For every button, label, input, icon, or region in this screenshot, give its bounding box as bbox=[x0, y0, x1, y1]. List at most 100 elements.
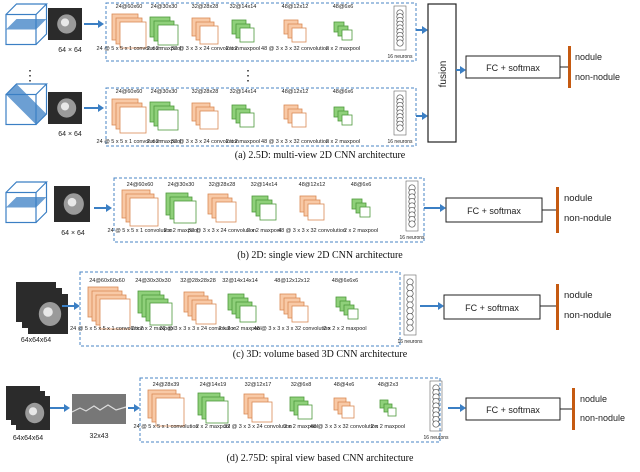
bottom-label-3: 2 x 2 maxpool bbox=[284, 424, 318, 430]
arrow-a1-head bbox=[98, 20, 104, 28]
cube-b bbox=[5, 181, 48, 224]
arrow-to-fc-b-head bbox=[440, 204, 446, 212]
neurons-label: 16 neurons bbox=[387, 139, 413, 145]
output-non-nodule-a: non-nodule bbox=[575, 72, 620, 82]
feature-map-0-sheet bbox=[155, 397, 185, 427]
output-nodule-b: nodule bbox=[564, 193, 593, 204]
ellipsis-mid: ⋮ bbox=[241, 67, 255, 83]
caption-b: (b) 2D: single view 2D CNN architecture bbox=[237, 250, 403, 261]
fc-neurons-box bbox=[403, 274, 417, 336]
arrow-to-fusion-bottom-head bbox=[422, 112, 428, 120]
output-non-nodule-d: non-nodule bbox=[580, 413, 625, 423]
top-label-3: 32@14x14 bbox=[230, 4, 257, 10]
bottom-label-4: 48 @ 3 x 3 x 32 convolution bbox=[310, 424, 378, 430]
fc-neurons-neuron bbox=[396, 39, 404, 47]
fc-neurons-box bbox=[393, 90, 407, 136]
top-label-0: 24@60x60 bbox=[127, 182, 154, 188]
top-label-4: 48@4x6 bbox=[334, 382, 355, 388]
neurons-label: 16 neurons bbox=[399, 235, 425, 241]
output-bar-b bbox=[556, 187, 559, 233]
bottom-label-3: 2 x 2 maxpool bbox=[226, 46, 260, 52]
bottom-label-0: 24 @ 5 x 5 x 1 convolution bbox=[134, 424, 199, 430]
top-label-5: 48@6x6x6 bbox=[332, 278, 358, 284]
feature-map-0-sheet bbox=[119, 106, 147, 134]
input-size-a2: 64 × 64 bbox=[58, 131, 82, 138]
feature-map-3-sheet bbox=[239, 27, 255, 43]
output-bar-c bbox=[556, 284, 559, 330]
bottom-label-1: 2 x 2 x 2 maxpool bbox=[131, 326, 174, 332]
spiral-size-d: 32x43 bbox=[89, 433, 108, 440]
spiral-edge bbox=[71, 404, 127, 413]
bottom-label-5: 2 x 2 maxpool bbox=[371, 424, 405, 430]
bottom-label-3: 2 x 2 maxpool bbox=[226, 139, 260, 145]
top-label-3: 32@14x14 bbox=[251, 182, 278, 188]
bottom-label-5: 2 x 2 maxpool bbox=[326, 139, 360, 145]
bottom-label-4: 48 @ 3 x 3 x 32 convolution bbox=[261, 139, 329, 145]
feature-map-5-sheet bbox=[387, 407, 397, 417]
fc-neurons-box bbox=[429, 380, 443, 432]
bottom-label-3: 2 x 2 maxpool bbox=[247, 228, 281, 234]
ct-slice-a1-nodule bbox=[60, 18, 70, 27]
neurons-label: 16 neurons bbox=[423, 435, 449, 441]
top-label-1: 24@14x19 bbox=[200, 382, 227, 388]
top-label-3: 32@14x14 bbox=[230, 89, 257, 95]
output-bar-a bbox=[568, 46, 571, 88]
top-label-3: 32@6x8 bbox=[291, 382, 312, 388]
top-label-3: 32@14x14x14 bbox=[222, 278, 258, 284]
feature-map-5-sheet bbox=[347, 308, 359, 320]
arrow-to-fc-c-head bbox=[438, 302, 444, 310]
input-size-c: 64x64x64 bbox=[21, 337, 51, 344]
fc-label-a: FC + softmax bbox=[486, 63, 540, 73]
feature-map-4-sheet bbox=[291, 112, 307, 128]
top-label-5: 48@6x6 bbox=[351, 182, 372, 188]
ct-volume-d-2-nodule bbox=[28, 407, 38, 416]
ct-slice-b-nodule bbox=[67, 197, 77, 207]
cube-b-top bbox=[5, 181, 48, 193]
feature-map-2-sheet bbox=[199, 25, 219, 45]
feature-map-1-sheet bbox=[173, 200, 197, 224]
fc-label-b: FC + softmax bbox=[467, 206, 521, 216]
top-label-4: 48@12x12 bbox=[282, 89, 309, 95]
arrow-d1-head bbox=[64, 404, 70, 412]
fusion-label: fusion bbox=[438, 61, 449, 88]
arrow-to-fc-d-head bbox=[460, 404, 466, 412]
top-label-4: 48@12x12x12 bbox=[274, 278, 310, 284]
input-size-a1: 64 × 64 bbox=[58, 47, 82, 54]
arrow-b-head bbox=[106, 204, 112, 212]
feature-map-0-sheet bbox=[119, 21, 147, 49]
top-label-1: 24@30x30 bbox=[151, 4, 178, 10]
bottom-label-5: 2 x 2 maxpool bbox=[344, 228, 378, 234]
ellipsis-left: ⋮ bbox=[23, 67, 37, 83]
caption-d: (d) 2.75D: spiral view based CNN archite… bbox=[226, 453, 414, 464]
fc-neurons-neuron bbox=[406, 324, 414, 332]
arrow-a2-head bbox=[98, 104, 104, 112]
fc-neurons-box bbox=[405, 180, 419, 232]
cube-axial-plane bbox=[6, 19, 47, 30]
top-label-0: 24@60x60 bbox=[116, 89, 143, 95]
fc-box-c bbox=[443, 294, 541, 320]
top-label-4: 48@12x12 bbox=[282, 4, 309, 10]
bottom-label-2: 32 @ 3 x 3 x 24 convolution bbox=[171, 46, 239, 52]
feature-map-4-sheet bbox=[341, 405, 355, 419]
feature-map-1-sheet bbox=[205, 400, 229, 424]
arrow-d2-head bbox=[134, 404, 140, 412]
bottom-label-4: 48 @ 3 x 3 x 32 convolution bbox=[261, 46, 329, 52]
neurons-label: 16 neurons bbox=[387, 54, 413, 60]
top-label-0: 24@60x60x60 bbox=[89, 278, 125, 284]
top-label-2: 32@28x28 bbox=[192, 89, 219, 95]
cube-axial-side bbox=[35, 4, 48, 45]
top-label-1: 24@30x30x30 bbox=[135, 278, 171, 284]
fc-neurons-box bbox=[393, 5, 407, 51]
bottom-label-2: 32 @ 3 x 3 x 3 x 24 convolution bbox=[160, 326, 237, 332]
feature-map-1-sheet bbox=[157, 109, 179, 131]
feature-map-3-sheet bbox=[239, 305, 257, 323]
bottom-label-1: 2 x 2 maxpool bbox=[147, 46, 181, 52]
fc-label-c: FC + softmax bbox=[465, 303, 519, 313]
feature-map-5-sheet bbox=[359, 206, 371, 218]
pipeline-dashed-box bbox=[105, 87, 417, 147]
fc-label-d: FC + softmax bbox=[486, 405, 540, 415]
feature-map-2-sheet bbox=[199, 110, 219, 130]
top-label-5: 48@6x6 bbox=[333, 4, 354, 10]
bottom-label-4: 48 @ 3 x 3 x 32 convolution bbox=[278, 228, 346, 234]
top-label-1: 24@30x30 bbox=[168, 182, 195, 188]
